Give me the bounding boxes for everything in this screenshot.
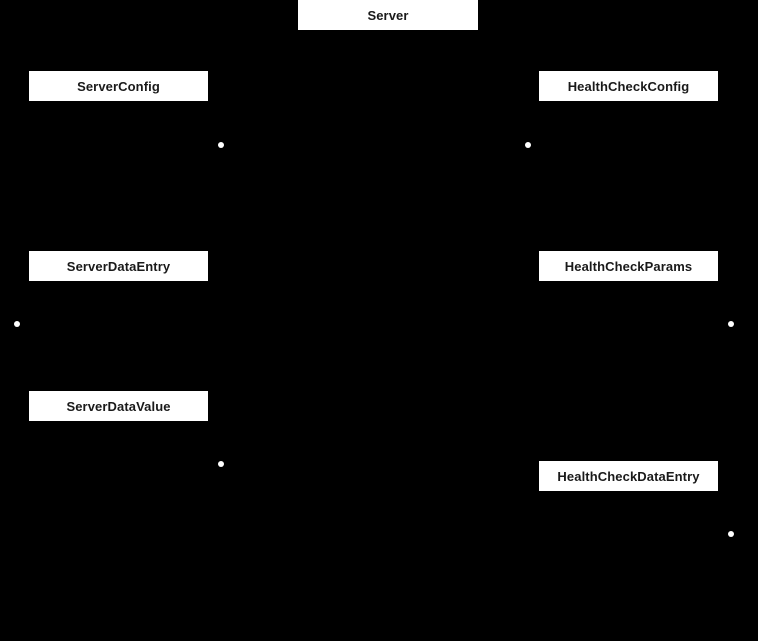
connector-marker-marker-2: [525, 142, 531, 148]
connector-marker-marker-3: [14, 321, 20, 327]
connector-marker-marker-4: [728, 321, 734, 327]
node-health-check-data-entry[interactable]: HealthCheckDataEntry: [539, 461, 718, 491]
node-server[interactable]: Server: [298, 0, 478, 30]
node-label: Server: [367, 7, 409, 23]
node-label: ServerDataValue: [66, 398, 171, 414]
node-label: HealthCheckParams: [564, 258, 693, 274]
node-label: ServerDataEntry: [66, 258, 171, 274]
node-health-check-params[interactable]: HealthCheckParams: [539, 251, 718, 281]
node-server-data-entry[interactable]: ServerDataEntry: [29, 251, 208, 281]
connector-marker-marker-5: [218, 461, 224, 467]
node-server-data-value[interactable]: ServerDataValue: [29, 391, 208, 421]
node-label: HealthCheckDataEntry: [557, 468, 700, 484]
connector-marker-marker-6: [728, 531, 734, 537]
node-label: HealthCheckConfig: [567, 78, 690, 94]
connector-marker-marker-1: [218, 142, 224, 148]
node-health-check-config[interactable]: HealthCheckConfig: [539, 71, 718, 101]
node-label: ServerConfig: [77, 78, 160, 94]
node-server-config[interactable]: ServerConfig: [29, 71, 208, 101]
